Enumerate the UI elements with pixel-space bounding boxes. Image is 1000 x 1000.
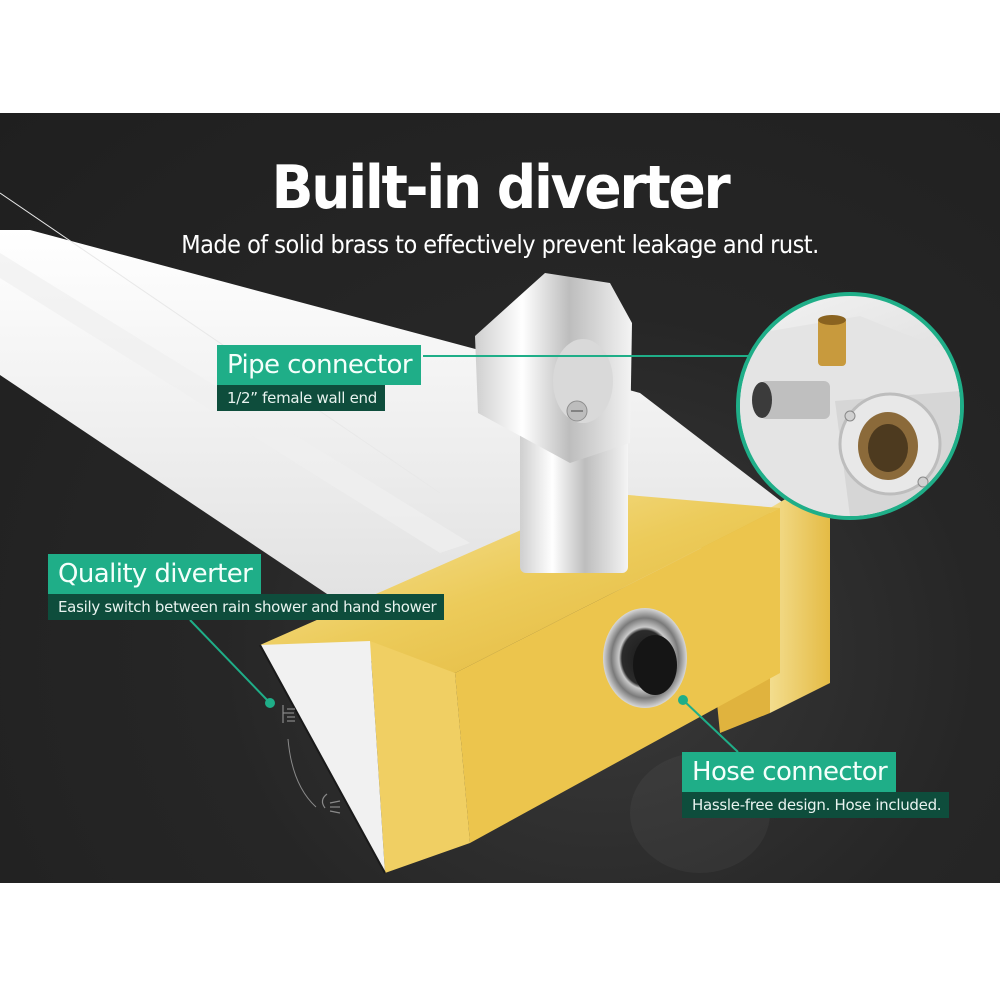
hose-connector-leader <box>682 699 739 753</box>
pipe-connector-closeup <box>740 315 960 516</box>
hose-connector-dot <box>678 695 688 705</box>
callout-pipe-connector: Pipe connector 1/2” female wall end <box>217 345 421 411</box>
callout-quality-diverter: Quality diverter Easily switch between r… <box>48 554 445 620</box>
callout-description: Hassle-free design. Hose included. <box>682 792 950 818</box>
callout-description: Easily switch between rain shower and ha… <box>48 594 445 620</box>
shower-holder <box>475 273 632 573</box>
inset-detail-circle <box>736 292 964 520</box>
hose-outlet-thread <box>603 608 687 708</box>
callout-title: Quality diverter <box>48 554 262 594</box>
quality-diverter-dot <box>265 698 275 708</box>
rain-shower-icon <box>282 705 295 723</box>
gold-diverter-block <box>259 473 830 874</box>
switch-arrow-icon <box>287 738 317 808</box>
callout-title: Pipe connector <box>217 345 421 385</box>
chrome-nipple <box>760 381 830 419</box>
quality-diverter-leader <box>189 619 271 704</box>
callout-description: 1/2” female wall end <box>217 385 385 411</box>
subheadline: Made of solid brass to effectively preve… <box>181 230 819 259</box>
brass-fitting <box>818 318 846 366</box>
product-panel: Built-in diverter Made of solid brass to… <box>0 113 1000 883</box>
headline: Built-in diverter <box>271 153 731 223</box>
hand-shower-icon <box>321 793 341 814</box>
callout-hose-connector: Hose connector Hassle-free design. Hose … <box>682 752 950 818</box>
callout-title: Hose connector <box>682 752 897 792</box>
